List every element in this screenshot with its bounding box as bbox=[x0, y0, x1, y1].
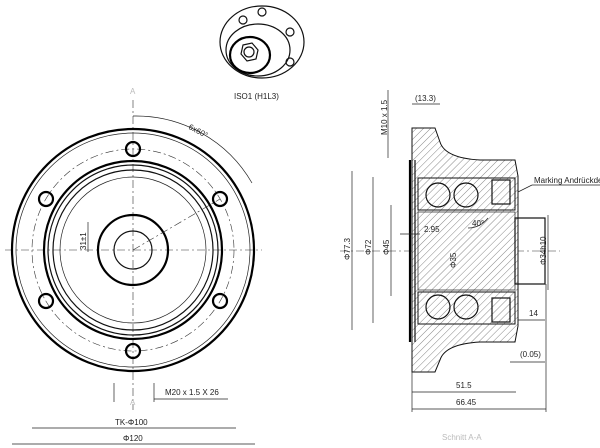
offset-label: 2.95 bbox=[424, 225, 440, 234]
front-view: 6x60° 31±1 A A M20 x 1.5 X 26 TK-Φ100 Φ1… bbox=[5, 87, 262, 445]
dia-35-label: Φ35 bbox=[449, 252, 458, 268]
iso-caption: ISO1 (H1L3) bbox=[234, 92, 279, 101]
bolt-hole bbox=[124, 342, 142, 360]
section-mark-top: A bbox=[130, 87, 136, 96]
dia-45-label: Φ45 bbox=[382, 239, 391, 255]
angle-label: 6x60° bbox=[187, 122, 209, 140]
bolt-hole bbox=[211, 292, 229, 310]
ball-bearing bbox=[425, 294, 451, 320]
bolt-hole bbox=[37, 190, 55, 208]
dim-14-label: 14 bbox=[529, 309, 538, 318]
flange-thickness-label: (13.3) bbox=[415, 94, 436, 103]
bolt-holes bbox=[37, 140, 229, 360]
ball-bearing bbox=[425, 182, 451, 208]
ball-bearing bbox=[453, 182, 479, 208]
outer-diameter-label: Φ120 bbox=[123, 434, 143, 443]
ball-bearing bbox=[453, 294, 479, 320]
spigot bbox=[514, 217, 546, 285]
section-caption: Schnitt A-A bbox=[442, 433, 482, 442]
bolt-hole bbox=[124, 140, 142, 158]
section-view: M10 x 1.5 (13.3) Marking Andrückdel Φ77.… bbox=[340, 90, 600, 442]
length-66-label: 66.45 bbox=[456, 398, 477, 407]
bolt-hole bbox=[37, 292, 55, 310]
bolt-circle-label: TK-Φ100 bbox=[115, 418, 148, 427]
contact-angle-label: 40° bbox=[472, 219, 484, 228]
length-51-label: 51.5 bbox=[456, 381, 472, 390]
sensor-ring bbox=[491, 179, 511, 205]
dia-77-label: Φ77.3 bbox=[343, 237, 352, 260]
spigot-label: Φ34h10 bbox=[539, 236, 548, 265]
section-mark-bottom: A bbox=[130, 398, 136, 407]
gap-label: (0.05) bbox=[520, 350, 541, 359]
marking-label: Marking Andrückdel bbox=[534, 176, 600, 185]
bolt-thread-label: M10 x 1.5 bbox=[380, 99, 389, 135]
nut-icon bbox=[240, 42, 259, 62]
thread-label: M20 x 1.5 X 26 bbox=[165, 388, 219, 397]
hub-body bbox=[411, 127, 519, 373]
dia-72-label: Φ72 bbox=[364, 239, 373, 255]
pilot-label: 31±1 bbox=[79, 232, 88, 250]
iso-view: ISO1 (H1L3) bbox=[219, 5, 305, 101]
bolt-hole bbox=[211, 190, 229, 208]
